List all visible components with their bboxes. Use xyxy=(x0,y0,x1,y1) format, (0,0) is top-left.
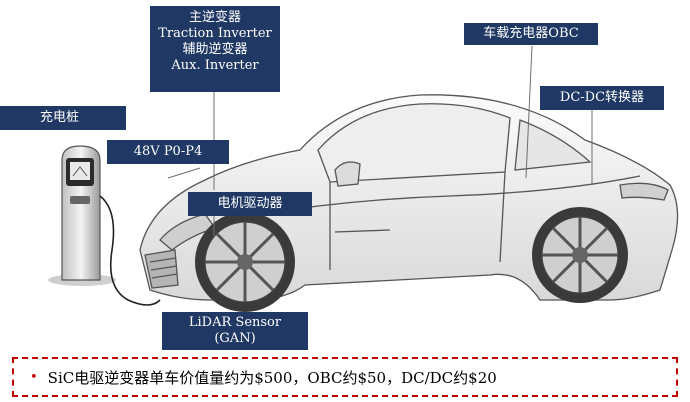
value-note-text: SiC电驱逆变器单车价值量约为$500，OBC约$50，DC/DC约$20 xyxy=(47,368,497,387)
label-line: LiDAR Sensor xyxy=(188,315,282,330)
dcdc-label-text: DC-DC转换器 xyxy=(559,90,645,105)
label-line: Traction Inverter xyxy=(158,26,272,41)
dcdc-label: DC-DC转换器 xyxy=(540,86,664,110)
p0p4-label: 48V P0-P4 xyxy=(107,140,229,164)
value-note: • SiC电驱逆变器单车价值量约为$500，OBC约$50，DC/DC约$20 xyxy=(12,357,678,397)
motor-driver-label-text: 电机驱动器 xyxy=(217,196,283,211)
bullet-icon: • xyxy=(30,369,38,385)
label-line: (GAN) xyxy=(214,331,256,346)
traction-inverter-label: 主逆变器 Traction Inverter 辅助逆变器 Aux. Invert… xyxy=(150,6,280,92)
label-line: 辅助逆变器 xyxy=(182,42,248,57)
front-wheel xyxy=(195,212,295,312)
charging-station xyxy=(48,145,161,306)
obc-label: 车载充电器OBC xyxy=(464,23,598,45)
label-line: Aux. Inverter xyxy=(171,58,259,73)
obc-label-text: 车载充电器OBC xyxy=(483,26,579,41)
lidar-label: LiDAR Sensor (GAN) xyxy=(162,312,308,350)
rear-wheel xyxy=(532,207,628,303)
p0p4-label-text: 48V P0-P4 xyxy=(133,144,203,159)
charger-label-text: 充电桩 xyxy=(40,110,80,125)
charger-label: 充电桩 xyxy=(0,106,126,130)
label-line: 主逆变器 xyxy=(188,10,241,25)
motor-driver-label: 电机驱动器 xyxy=(188,192,312,216)
